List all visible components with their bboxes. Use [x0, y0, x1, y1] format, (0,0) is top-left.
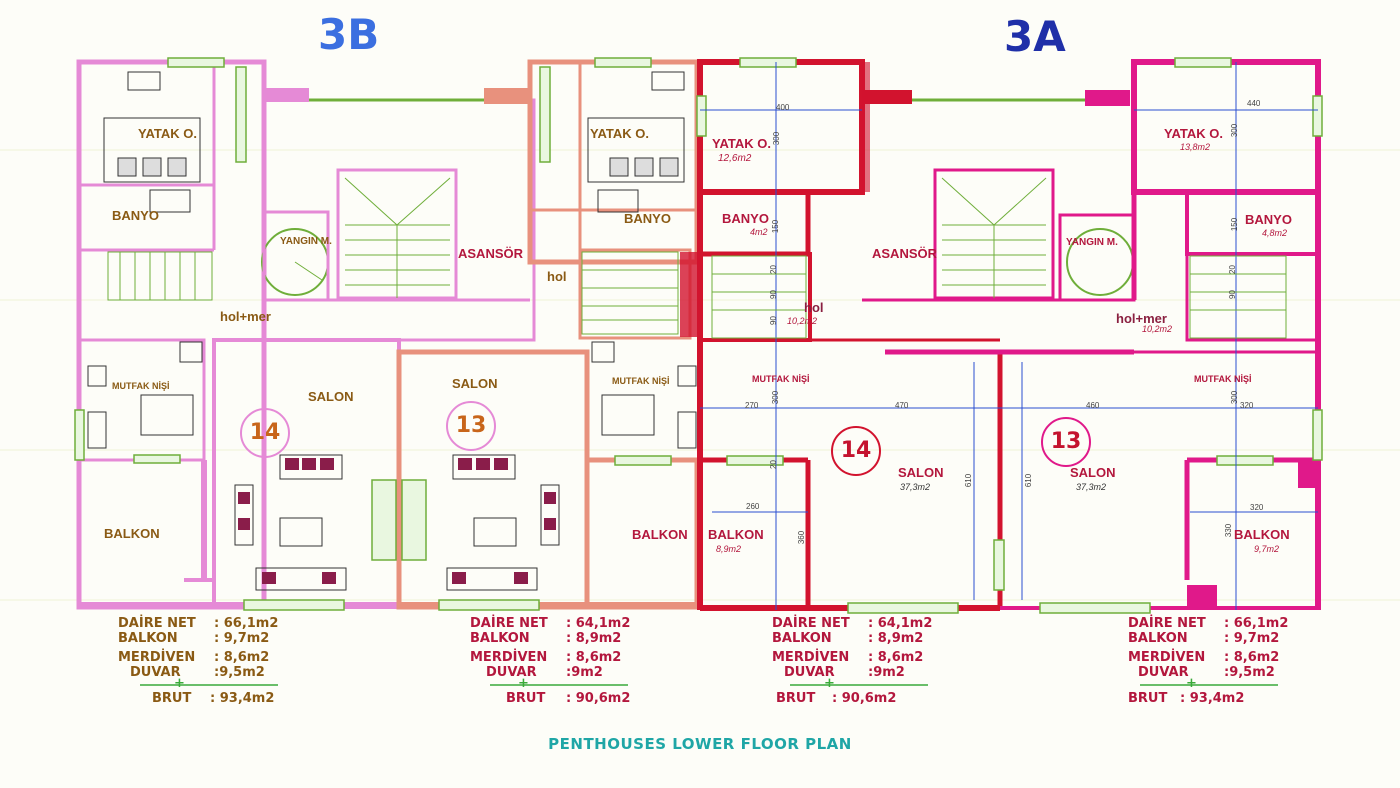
room-label-holmer-3a: hol+mer	[1116, 311, 1167, 326]
room-label-balkon-3a-left: BALKON	[708, 527, 764, 542]
room-label-yatak-3a-left: YATAK O.	[712, 136, 771, 151]
room-label-banyo-3b-left: BANYO	[112, 208, 159, 223]
room-area-yatak-3a-left: 12,6m2	[718, 153, 752, 164]
room-label-balkon-3a-right: BALKON	[1234, 527, 1290, 542]
room-area-balkon-3a-right: 9,7m2	[1254, 544, 1280, 554]
unit-3b-sofa-cushions	[238, 458, 556, 584]
dim-label: 20	[1227, 265, 1237, 274]
room-label-yangin-3b: YANGIN M.	[280, 236, 332, 247]
unit-3b-furniture	[87, 71, 697, 591]
room-label-hol-3a: hol	[804, 300, 824, 315]
unit-number-3b-13: 13	[446, 401, 496, 451]
area-table-3b-14: DAİRE NET: 66,1m2 BALKON: 9,7m2 MERDİVEN…	[118, 616, 279, 706]
room-area-salon-3a-left: 37,3m2	[900, 482, 931, 492]
dim-label: 20	[768, 460, 778, 469]
room-label-salon-3a-right: SALON	[1070, 465, 1116, 480]
dim-label: 150	[1230, 217, 1240, 232]
unit-3b-walls	[76, 59, 700, 610]
room-label-balkon-3b-right: BALKON	[632, 527, 688, 542]
dim-label: 20	[768, 265, 778, 274]
unit-number-3a-14: 14	[831, 426, 881, 476]
dim-label: 400	[776, 103, 790, 112]
dim-label: 470	[895, 401, 909, 410]
dim-label: 610	[964, 473, 974, 488]
room-area-banyo-3a-right: 4,8m2	[1262, 228, 1288, 238]
dim-label: 260	[746, 502, 760, 511]
room-label-mutfak-3b-left: MUTFAK NİŞİ	[112, 381, 170, 391]
dim-label: 150	[771, 219, 781, 234]
unit-number-3b-14: 14	[240, 408, 290, 458]
room-label-yatak-3a-right: YATAK O.	[1164, 126, 1223, 141]
room-label-mutfak-3a-right: MUTFAK NİŞİ	[1194, 374, 1252, 384]
dim-label: 610	[1024, 473, 1034, 488]
room-label-hol-3b: hol	[547, 269, 567, 284]
dim-label: 300	[771, 390, 781, 405]
unit-3a-inner-stairs	[711, 255, 1287, 339]
plan-caption: PENTHOUSES LOWER FLOOR PLAN	[548, 735, 852, 753]
room-area-banyo-3a-left: 4m2	[750, 227, 768, 237]
dim-label: 300	[1230, 123, 1240, 138]
area-table-3b-13: DAİRE NET: 64,1m2 BALKON: 8,9m2 MERDİVEN…	[470, 616, 631, 706]
unit-3b-windows	[74, 57, 672, 611]
unit-3a-dimension-lines	[700, 62, 1318, 610]
dim-label: 90	[1227, 290, 1237, 299]
dim-label: 320	[1250, 503, 1264, 512]
room-area-salon-3a-right: 37,3m2	[1076, 482, 1107, 492]
dim-label: 330	[1224, 523, 1234, 538]
unit-number-3a-13: 13	[1041, 417, 1091, 467]
title-3b: 3B	[318, 10, 380, 59]
room-label-mutfak-3b-right: MUTFAK NİŞİ	[612, 376, 670, 386]
room-label-salon-3b-right: SALON	[452, 376, 498, 391]
room-area-hol-3a: 10,2m2	[787, 316, 818, 326]
room-label-yatak-3b-left: YATAK O.	[138, 126, 197, 141]
room-label-banyo-3a-right: BANYO	[1245, 212, 1292, 227]
room-label-banyo-3b-right: BANYO	[624, 211, 671, 226]
room-label-mutfak-3a-left: MUTFAK NİŞİ	[752, 374, 810, 384]
room-label-salon-3a-left: SALON	[898, 465, 944, 480]
dim-label: 300	[1230, 390, 1240, 405]
room-label-holmer-3b: hol+mer	[220, 309, 271, 324]
dim-label: 460	[1086, 401, 1100, 410]
dim-label: 90	[768, 316, 778, 325]
dim-label: 90	[768, 290, 778, 299]
room-label-banyo-3a-left: BANYO	[722, 211, 769, 226]
room-label-balkon-3b-left: BALKON	[104, 526, 160, 541]
unit-3b-inner-stairs	[107, 251, 679, 335]
area-table-3a-14: DAİRE NET: 64,1m2 BALKON: 8,9m2 MERDİVEN…	[772, 616, 933, 706]
room-label-yatak-3b-right: YATAK O.	[590, 126, 649, 141]
dim-label: 300	[772, 131, 782, 146]
title-3a: 3A	[1004, 12, 1066, 61]
room-label-asansor-3b: ASANSÖR	[458, 246, 524, 261]
room-area-holmer-3a: 10,2m2	[1142, 324, 1173, 334]
area-table-3a-13: DAİRE NET: 66,1m2 BALKON: 9,7m2 MERDİVEN…	[1128, 616, 1289, 706]
room-label-yangin-3a: YANGIN M.	[1066, 237, 1118, 248]
room-area-balkon-3a-left: 8,9m2	[716, 544, 742, 554]
dim-label: 320	[1240, 401, 1254, 410]
dim-label: 360	[797, 530, 807, 545]
unit-3a-windows	[696, 57, 1323, 614]
room-area-yatak-3a-right: 13,8m2	[1180, 142, 1211, 152]
room-label-asansor-3a: ASANSÖR	[872, 246, 938, 261]
dim-label: 440	[1247, 99, 1261, 108]
dim-label: 270	[745, 401, 759, 410]
room-label-salon-3b-left: SALON	[308, 389, 354, 404]
